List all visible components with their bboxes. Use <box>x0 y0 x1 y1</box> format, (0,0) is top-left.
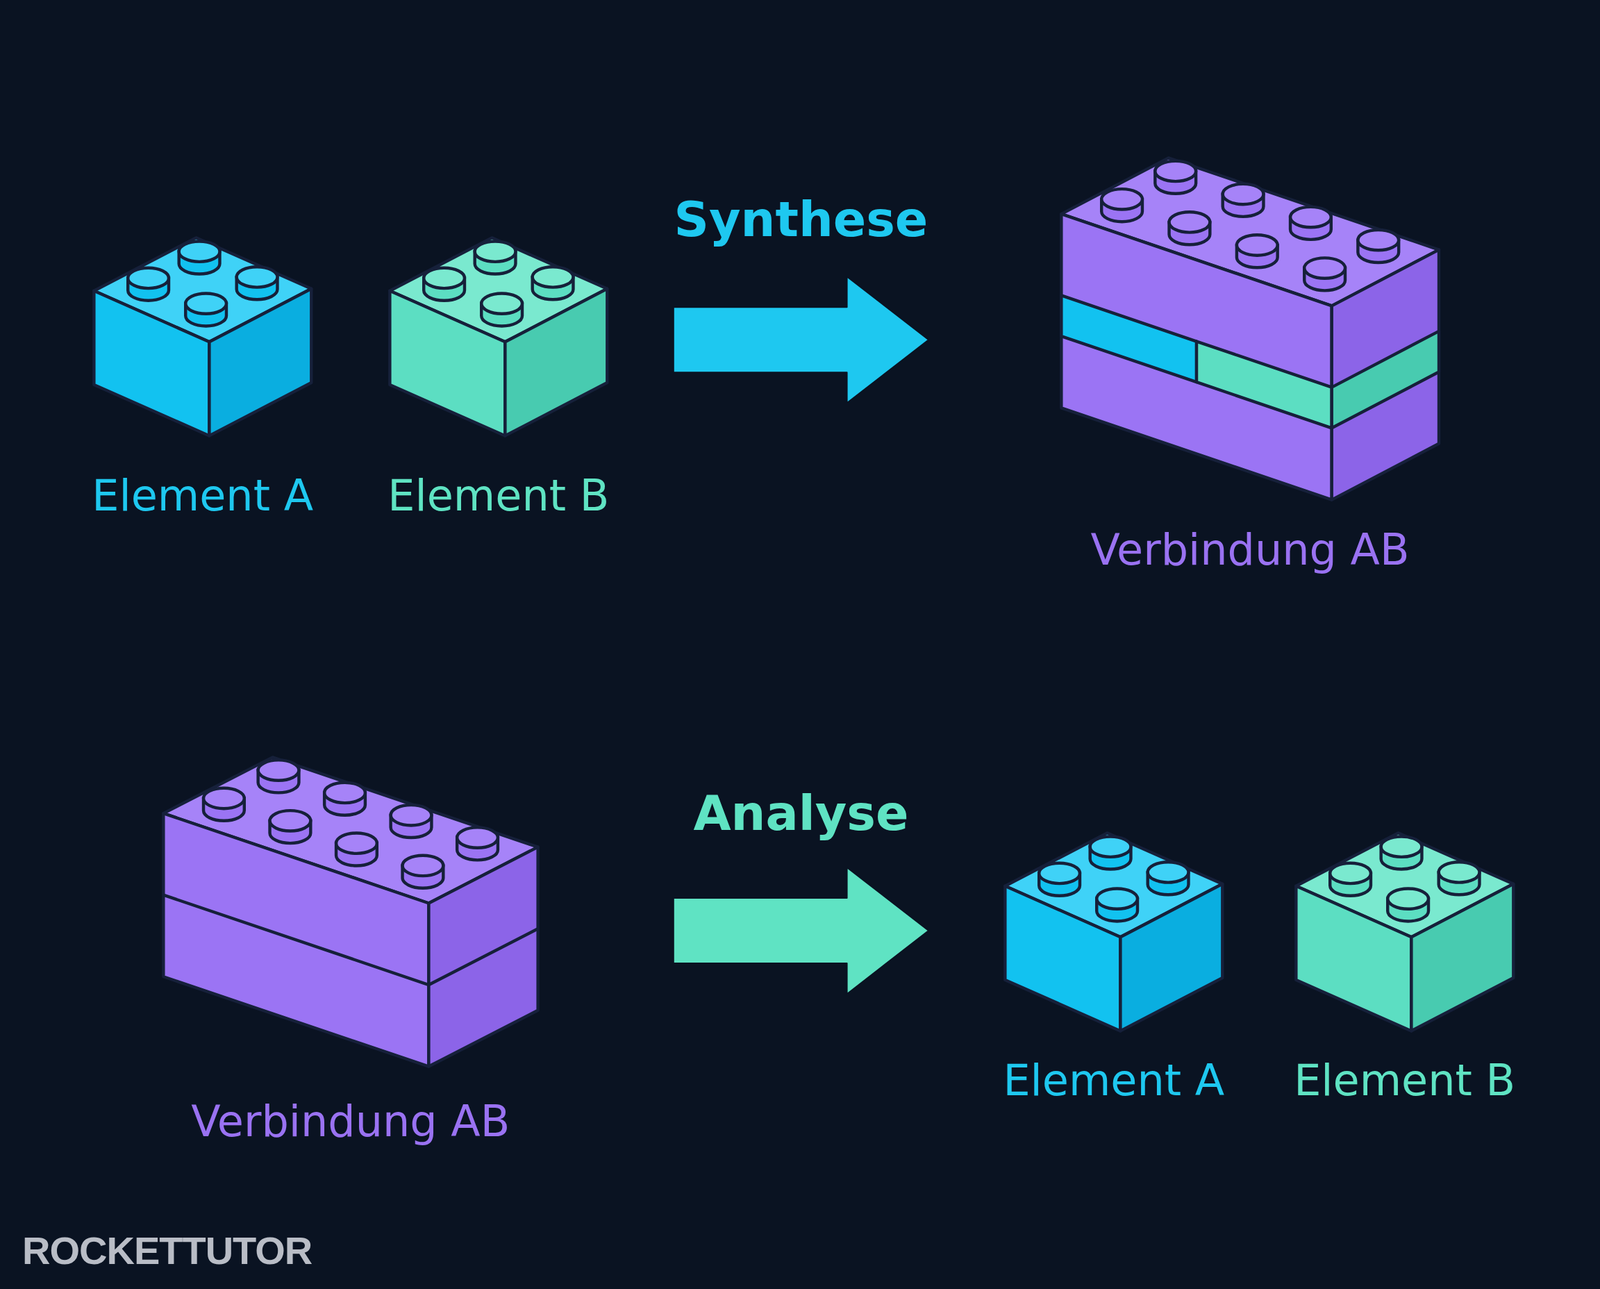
brick-body <box>1004 832 1223 1031</box>
stud-top <box>1438 861 1480 882</box>
stud-top <box>269 810 311 831</box>
brick-body <box>1295 832 1514 1031</box>
stud-top <box>1357 229 1399 250</box>
brick-node: Element B <box>384 232 613 441</box>
stud-top <box>257 759 299 780</box>
block-arrow <box>673 867 929 994</box>
band-element-b <box>1331 331 1439 428</box>
stud-top <box>402 855 444 876</box>
brick-node: Element A <box>88 232 317 441</box>
stud-top <box>1222 184 1264 205</box>
element-label: Element A <box>91 472 314 520</box>
watermark: ROCKETTUTOR <box>22 1227 312 1273</box>
stud-top <box>324 782 366 803</box>
stud-top <box>203 788 245 809</box>
stud-top <box>456 827 498 848</box>
brick-node: Verbindung AB <box>158 752 544 1072</box>
stud-top <box>390 804 432 825</box>
lego-brick <box>384 232 613 441</box>
brick-front <box>1061 214 1332 500</box>
stud-top <box>179 241 221 262</box>
band-element-a <box>1061 295 1197 383</box>
element-label: Element A <box>1002 1056 1225 1105</box>
stud-top <box>1168 212 1210 233</box>
stud-top <box>336 832 378 853</box>
stud-top <box>1101 189 1143 210</box>
lego-brick <box>1056 152 1444 505</box>
brick-body <box>1061 158 1439 500</box>
brick-body <box>389 237 607 436</box>
stud-top <box>1147 861 1189 882</box>
brick-body <box>163 756 538 1066</box>
stud-top <box>475 241 516 262</box>
lego-brick <box>1290 827 1519 1037</box>
brick-node: Element B <box>1290 827 1519 1037</box>
element-label: Element B <box>387 472 610 520</box>
lego-brick <box>158 752 544 1072</box>
brick-side <box>1331 250 1439 500</box>
element-label: Verbindung AB <box>1090 526 1410 574</box>
band-element-b <box>1196 341 1332 429</box>
stud-top <box>1096 888 1138 909</box>
layer-line <box>163 895 538 985</box>
stud-top <box>185 293 227 314</box>
stud-top <box>1380 836 1422 857</box>
block-arrow <box>673 276 929 403</box>
reaction-label: Analyse <box>693 786 909 841</box>
stud-top <box>423 268 465 289</box>
stud-top <box>1304 258 1346 279</box>
stud-top <box>1090 836 1132 857</box>
lego-brick <box>88 232 317 441</box>
stud-top <box>1387 888 1429 909</box>
stud-top <box>1290 206 1332 228</box>
brick-node: Verbindung AB <box>1056 152 1444 505</box>
stud-top <box>1154 161 1196 182</box>
brick-node: Element A <box>1000 827 1228 1037</box>
element-label: Element B <box>1293 1056 1516 1105</box>
reaction-label: Synthese <box>674 192 929 246</box>
stud-top <box>1236 235 1278 256</box>
stud-top <box>127 268 169 289</box>
element-label: Verbindung AB <box>190 1097 510 1146</box>
lego-brick <box>1000 827 1228 1037</box>
stud-top <box>236 266 278 287</box>
stud-top <box>1329 862 1371 883</box>
stud-top <box>481 293 523 314</box>
stud-top <box>532 266 574 287</box>
brick-body <box>93 237 312 436</box>
stud-top <box>1038 862 1080 883</box>
